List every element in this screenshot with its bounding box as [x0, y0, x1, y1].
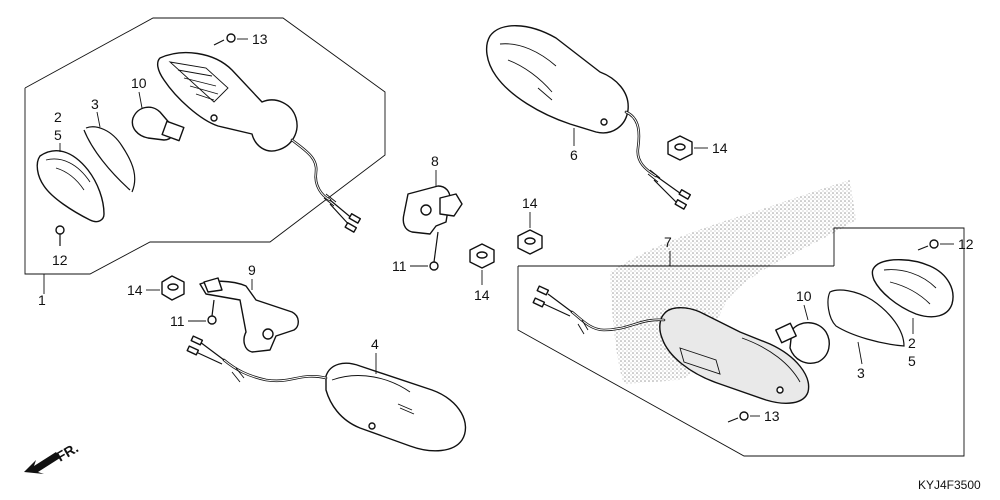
callout-right-gasket: 3 — [857, 365, 865, 381]
callout-nut-mid-top: 14 — [522, 195, 538, 211]
callout-bracket-9: 9 — [248, 262, 256, 278]
callout-nut-mid-bottom: 14 — [474, 287, 490, 303]
turn-signal-6 — [485, 25, 629, 134]
left-top-screw — [213, 33, 236, 46]
callout-left-gasket: 3 — [91, 96, 99, 112]
nut-mid-top — [517, 229, 543, 255]
right-assembly-frame — [517, 227, 965, 457]
left-lens — [36, 150, 105, 223]
right-lens — [871, 259, 954, 318]
nut-mid-bottom — [469, 243, 495, 269]
callout-turn-signal-7: 7 — [664, 234, 672, 250]
callout-left-top-screw: 13 — [252, 31, 268, 47]
callout-left-lens-screw: 12 — [52, 252, 68, 268]
bracket-8-bolt — [429, 231, 439, 271]
right-lens-screw — [917, 239, 939, 251]
callout-left-bulb: 10 — [131, 75, 147, 91]
callout-left-lens-a: 2 — [54, 109, 62, 125]
callout-bracket-9-bolt: 11 — [170, 313, 185, 329]
callout-turn-signal-6: 6 — [570, 147, 578, 163]
right-bulb — [775, 322, 830, 364]
callout-right-lens-a: 2 — [908, 335, 916, 351]
callout-right-lens-screw: 12 — [958, 236, 974, 252]
drawing-code: KYJ4F3500 — [918, 478, 981, 492]
nut-left — [161, 275, 185, 301]
callout-right-bulb: 10 — [796, 288, 812, 304]
front-direction-arrow — [24, 452, 60, 474]
right-gasket — [827, 289, 905, 347]
callout-right-lens-b: 5 — [908, 353, 916, 369]
right-signal-housing — [659, 307, 810, 404]
callout-turn-signal-4: 4 — [371, 336, 379, 352]
callout-right-bottom-screw: 13 — [764, 408, 780, 424]
left-signal-housing — [156, 52, 298, 152]
left-gasket — [85, 126, 136, 193]
callout-bracket-8: 8 — [431, 153, 439, 169]
left-lens-screw — [55, 225, 65, 246]
callout-left-assembly: 1 — [38, 292, 46, 308]
bracket-9-bolt — [207, 299, 217, 325]
nut-upper-right — [667, 135, 693, 161]
callout-nut-left: 14 — [127, 282, 143, 298]
left-bulb — [131, 106, 185, 142]
turn-signal-4 — [325, 362, 467, 452]
callout-left-lens-b: 5 — [54, 127, 62, 143]
right-bottom-screw — [727, 411, 749, 423]
callout-bracket-8-bolt: 11 — [392, 258, 407, 274]
front-marker-label: FR. — [54, 439, 82, 464]
bracket-8 — [402, 185, 463, 235]
bracket-9 — [199, 277, 299, 353]
callout-nut-upper-right: 14 — [712, 140, 728, 156]
